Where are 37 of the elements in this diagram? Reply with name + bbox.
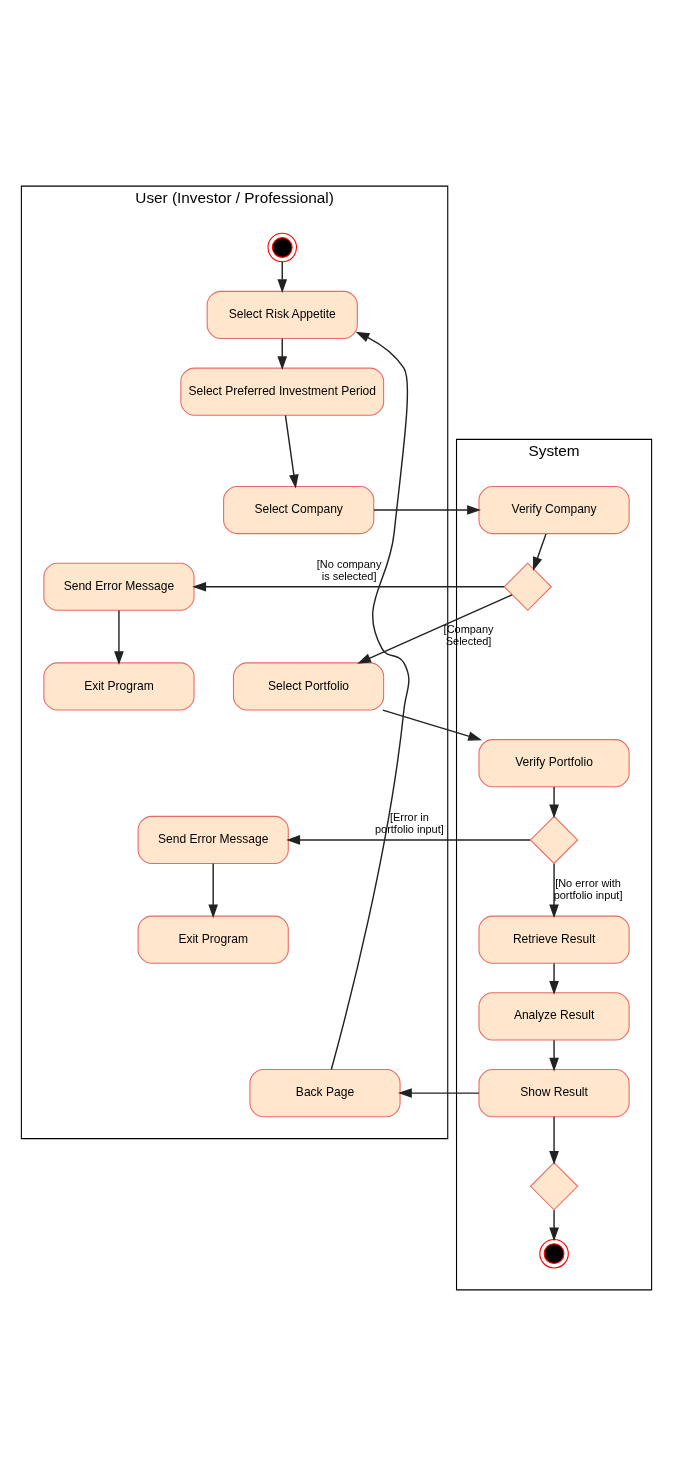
- arrow: [284, 414, 299, 488]
- node-circle: [539, 1238, 569, 1268]
- arrow: [549, 1039, 559, 1072]
- node-box: Exit Program: [137, 915, 289, 964]
- node-box: Send Error Message: [137, 815, 289, 864]
- node-box: Verify Company: [478, 485, 630, 534]
- arrow: [330, 331, 410, 1070]
- edge-label: [No company is selected]: [316, 557, 382, 582]
- arrow: [549, 962, 559, 995]
- arrow: [549, 862, 559, 918]
- arrow: [357, 593, 513, 664]
- node-box: Back Page: [249, 1068, 401, 1117]
- arrow: [549, 1208, 559, 1241]
- node-box: Exit Program: [43, 661, 195, 711]
- node-box: Verify Portfolio: [478, 738, 630, 787]
- node-diamond: [529, 1161, 579, 1211]
- arrow: [286, 834, 531, 845]
- node-circle: [267, 232, 298, 262]
- node-box: Show Result: [478, 1068, 630, 1117]
- node-box: Retrieve Result: [478, 915, 630, 964]
- node-box: Select Company: [223, 485, 375, 534]
- arrow: [192, 581, 505, 592]
- arrow: [398, 1087, 480, 1098]
- arrow: [549, 785, 559, 818]
- arrow: [382, 708, 483, 741]
- arrow: [549, 1115, 559, 1165]
- arrow: [114, 609, 124, 665]
- node-diamond: [503, 561, 553, 611]
- arrow: [532, 532, 547, 571]
- node-box: Analyze Result: [478, 991, 630, 1040]
- node-box: Select Preferred Investment Period: [180, 367, 385, 416]
- node-diamond: [529, 815, 579, 864]
- arrow: [208, 862, 219, 918]
- arrow: [373, 504, 481, 515]
- node-box: Select Risk Appetite: [206, 290, 358, 339]
- node-box: Select Portfolio: [232, 661, 385, 711]
- node-box: Send Error Message: [43, 562, 195, 611]
